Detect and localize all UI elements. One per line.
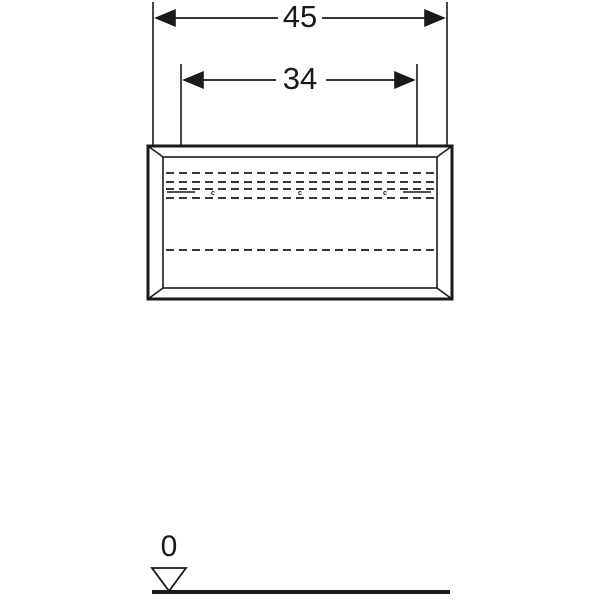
center-mark-3: c	[383, 190, 387, 197]
cabinet-inner-opening	[162, 156, 438, 289]
cabinet-body: c c c	[146, 144, 454, 301]
center-mark-2: c	[298, 190, 302, 197]
mitre-line-top-left	[147, 145, 164, 158]
mitre-line-top-right	[436, 145, 453, 158]
dimension-inner-width: 34	[180, 61, 418, 206]
floor-datum-symbol: 0	[150, 530, 450, 594]
dimension-overall-width: 45	[152, 0, 448, 145]
datum-triangle-icon	[150, 567, 188, 593]
datum-label-zero: 0	[161, 530, 178, 563]
mitre-line-bottom-right	[436, 287, 453, 300]
cabinet-hidden-lines	[166, 172, 434, 251]
mitre-line-bottom-left	[147, 287, 164, 300]
cabinet-center-marks: c c c	[211, 190, 387, 197]
dimension-label-overall-width: 45	[283, 0, 317, 34]
center-mark-1: c	[211, 190, 215, 197]
dimension-label-inner-width: 34	[283, 61, 317, 96]
